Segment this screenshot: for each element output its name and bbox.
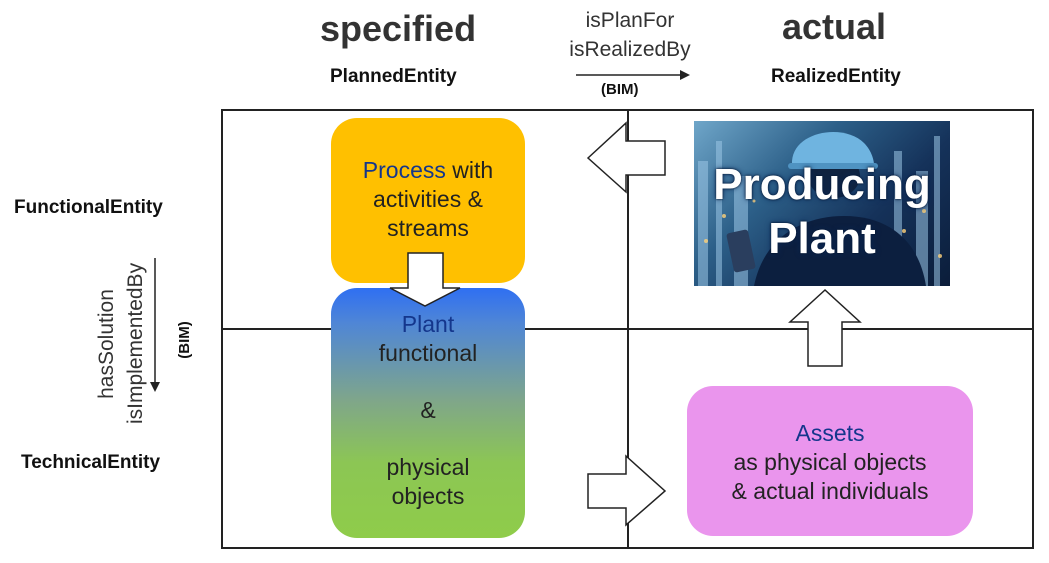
column-title-actual: actual <box>782 6 887 47</box>
process-box-line1: Process with <box>331 118 525 185</box>
assets-box-line2: as physical objects <box>733 449 927 475</box>
column-entity-realized: RealizedEntity <box>771 66 901 87</box>
column-entity-planned: PlannedEntity <box>330 66 457 87</box>
column-relation-label: isPlanFor isRealizedBy <box>550 6 710 64</box>
row-label-functional: FunctionalEntity <box>14 197 163 218</box>
column-title-specified: specified <box>320 8 477 49</box>
plant-keyword: Plant <box>401 311 455 337</box>
plant-box-line3: & <box>420 397 436 423</box>
assets-box-line3: & actual individuals <box>731 478 929 504</box>
column-relation-qualifier: (BIM) <box>601 81 639 98</box>
producing-plant-line1: Producing <box>713 160 931 209</box>
plant-photo-illustration <box>698 131 942 286</box>
assets-box: Assets as physical objects & actual indi… <box>687 386 973 536</box>
arrow-left-icon <box>586 121 666 194</box>
hard-hat-icon <box>792 131 874 165</box>
arrow-up-icon <box>788 288 862 367</box>
row-label-technical: TechnicalEntity <box>21 452 161 473</box>
process-keyword: Process <box>362 157 446 183</box>
process-box-line3: streams <box>387 215 469 241</box>
plant-box-line4: physical <box>386 454 470 480</box>
producing-plant-line2: Plant <box>768 214 876 263</box>
process-box-line2: activities & <box>373 186 483 212</box>
plant-box-line5: objects <box>391 483 465 509</box>
arrow-right-icon <box>587 454 667 527</box>
relation-is-realized-by: isRealizedBy <box>569 38 691 61</box>
plant-box-line2: functional <box>378 340 478 366</box>
relation-is-plan-for: isPlanFor <box>585 9 675 32</box>
plant-box: Plant functional & physical objects <box>331 288 525 538</box>
assets-keyword: Assets <box>795 420 865 446</box>
tablet-shape <box>726 229 756 273</box>
arrow-down-icon <box>389 252 461 307</box>
process-with: with <box>445 157 494 183</box>
producing-plant-image: Producing Plant <box>694 121 950 286</box>
worker-body <box>754 216 926 286</box>
